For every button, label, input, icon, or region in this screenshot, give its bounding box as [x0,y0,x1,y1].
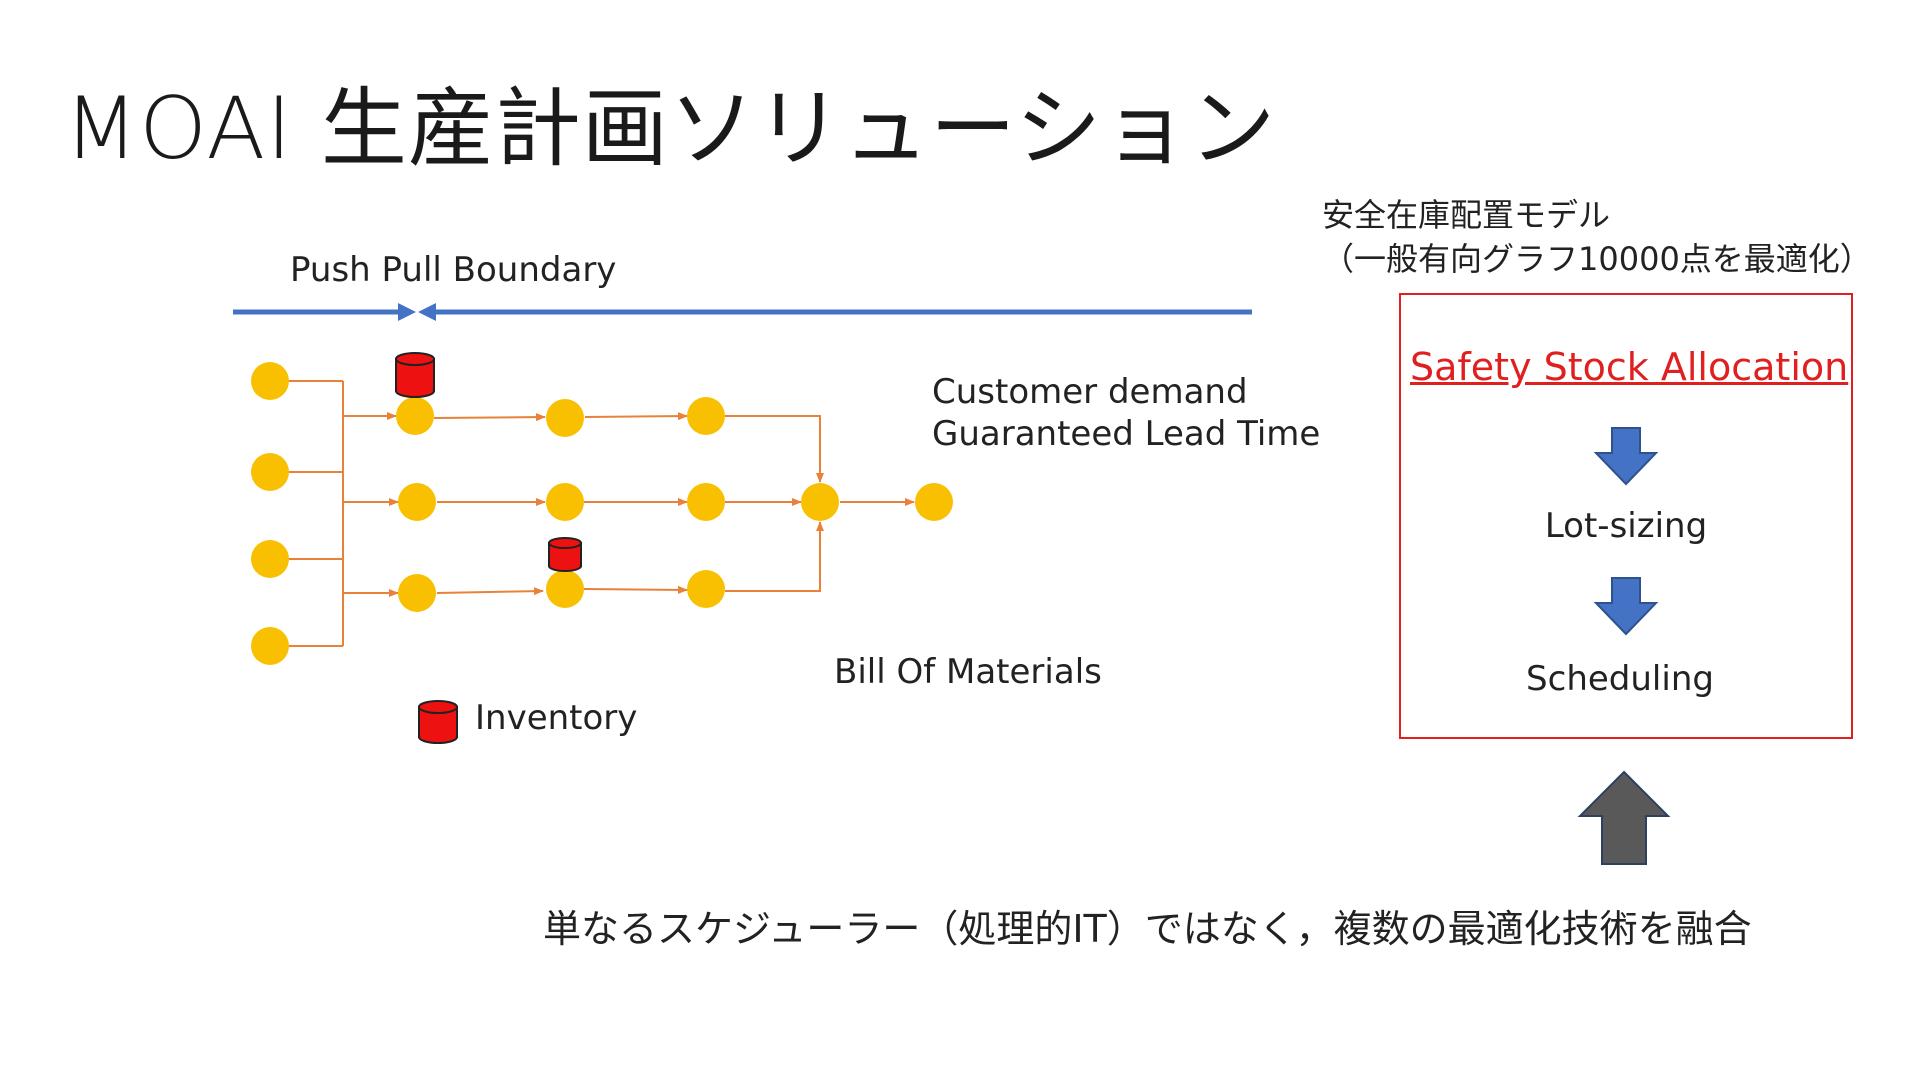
edge [436,587,544,596]
edge [433,413,546,422]
bom-node [546,399,584,437]
inventory-on-node-2 [548,537,582,572]
bom-node [251,453,289,491]
inventory-legend-icon [418,700,458,744]
bom-node [396,397,434,435]
panel-title-line1: 安全在庫配置モデル [1322,196,1611,234]
arrow-down-icon [1593,577,1659,636]
push-pull-boundary [233,303,1252,321]
lot-sizing-step: Lot-sizing [1544,506,1708,546]
bom-nodes [251,362,953,665]
arrow-down-icon [1593,427,1659,486]
arrow-up-icon [1577,770,1671,865]
bill-of-materials-label: Bill Of Materials [834,652,1102,692]
bom-node [251,362,289,400]
bom-node [398,483,436,521]
bom-node [915,483,953,521]
bom-node [546,570,584,608]
inventory-on-node-1 [395,352,435,398]
safety-stock-allocation-step: Safety Stock Allocation [1410,345,1849,389]
scheduling-step: Scheduling [1526,659,1714,699]
slide-title: MOAI 生産計画ソリューション [64,79,1277,179]
edge [725,521,824,592]
bom-node [687,570,725,608]
pull-arrow-head [418,303,436,321]
bom-node [251,540,289,578]
bom-node [687,397,725,435]
push-pull-boundary-label: Push Pull Boundary [290,250,617,290]
bom-node [398,574,436,612]
bom-node [546,483,584,521]
edge [725,415,824,483]
edge [584,412,688,421]
panel-title-line2: （一般有向グラフ10000点を最適化） [1322,240,1872,278]
bom-node [801,483,839,521]
optimization-process-box [1399,293,1853,739]
inventory-legend-label: Inventory [475,698,638,738]
bom-node [687,483,725,521]
bom-node [251,627,289,665]
footer-caption: 単なるスケジューラー（処理的IT）ではなく，複数の最適化技術を融合 [543,907,1752,951]
edge [583,585,688,594]
push-arrow-head [398,303,416,321]
lead-time-label: Guaranteed Lead Time [932,414,1321,454]
customer-demand-label: Customer demand [932,372,1248,412]
